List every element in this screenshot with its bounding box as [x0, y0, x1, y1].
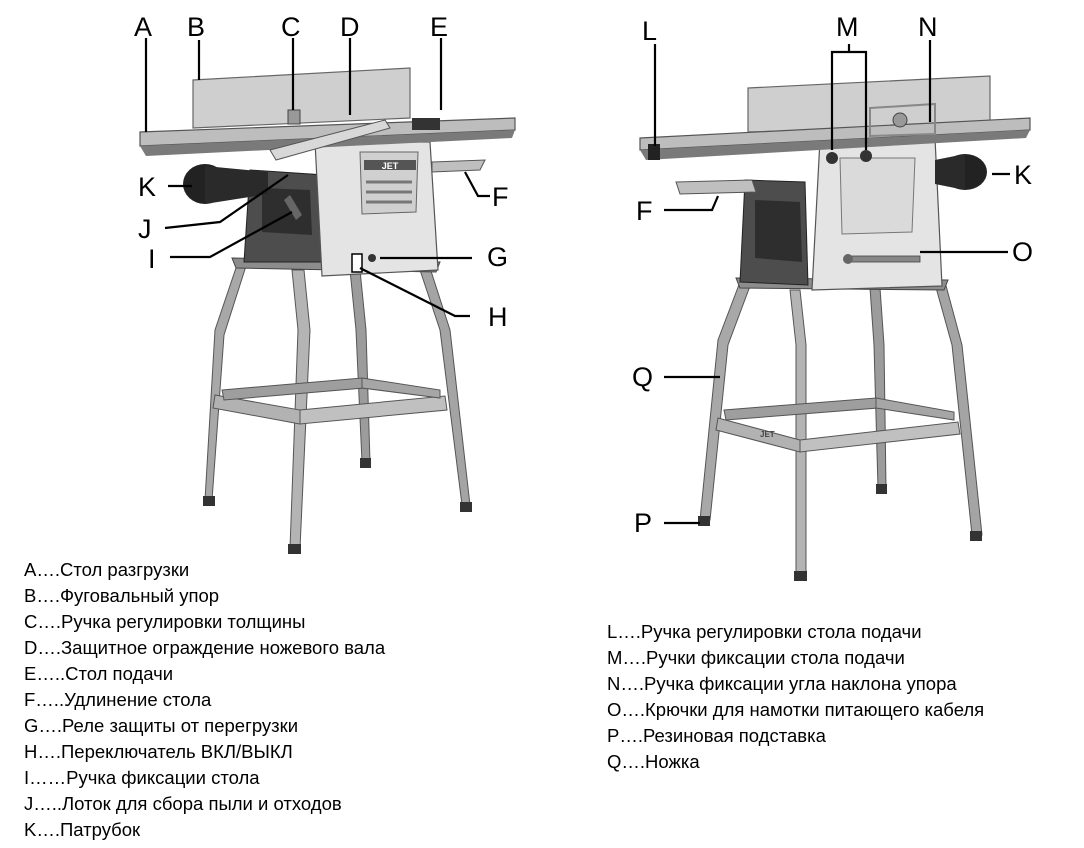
callout-c: C: [281, 12, 301, 42]
callout-i: I: [148, 244, 156, 274]
right-stand: JET: [698, 277, 983, 581]
callout-f-right: F: [636, 196, 653, 226]
callout-k-left: K: [138, 172, 157, 202]
left-stand: [203, 257, 472, 554]
callout-f-left: F: [492, 182, 509, 212]
legend-item-c: C….Ручка регулировки толщины: [24, 611, 306, 632]
right-brace-brand: JET: [760, 430, 775, 439]
callout-p: P: [634, 508, 653, 538]
left-body: JET: [243, 141, 439, 277]
left-fence: [192, 67, 411, 129]
left-machine-illustration: JET: [139, 67, 516, 554]
legend-item-p: P….Резиновая подставка: [607, 725, 826, 746]
left-cutterguard: [269, 119, 391, 161]
left-table-extension: [431, 159, 486, 173]
legend-item-f: F…..Удлинение стола: [24, 689, 212, 710]
callout-n: N: [918, 12, 938, 42]
legend-item-n: N….Ручка фиксации угла наклона упора: [607, 673, 957, 694]
legend-item-g: G….Реле защиты от перегрузки: [24, 715, 299, 736]
leader-lines: [144, 38, 1010, 525]
callout-q: Q: [632, 362, 654, 392]
left-brand-label: JET: [382, 161, 399, 171]
callout-k-right: K: [1014, 160, 1033, 190]
callout-o: O: [1012, 237, 1034, 267]
callout-l: L: [642, 16, 658, 46]
legend-item-h: H….Переключатель ВКЛ/ВЫКЛ: [24, 741, 293, 762]
right-table-extension: [675, 179, 757, 195]
callout-j: J: [138, 214, 152, 244]
callout-d: D: [340, 12, 360, 42]
callout-a: A: [134, 12, 153, 42]
legend-item-b: B….Фуговальный упор: [24, 585, 220, 606]
callout-e: E: [430, 12, 449, 42]
legend-item-a: A….Стол разгрузки: [24, 559, 190, 580]
legend-item-i: I……Ручка фиксации стола: [24, 767, 260, 788]
callout-h: H: [488, 302, 508, 332]
legend-item-m: M….Ручки фиксации стола подачи: [607, 647, 905, 668]
legend-item-j: J…..Лоток для сбора пыли и отходов: [24, 793, 342, 814]
legend-item-d: D….Защитное ограждение ножевого вала: [24, 637, 386, 658]
legend-item-e: E…..Стол подачи: [24, 663, 174, 684]
callout-m: M: [836, 12, 859, 42]
legend-item-l: L….Ручка регулировки стола подачи: [607, 621, 922, 642]
right-tilt-knob: [869, 102, 936, 138]
right-machine-illustration: JET: [639, 75, 1031, 581]
callout-b: B: [187, 12, 206, 42]
right-body: [739, 137, 943, 291]
legend-item-o: O….Крючки для намотки питающего кабеля: [607, 699, 985, 720]
legend-item-q: Q….Ножка: [607, 751, 700, 772]
legend-item-k: K….Патрубок: [24, 819, 141, 840]
callout-g: G: [487, 242, 509, 272]
